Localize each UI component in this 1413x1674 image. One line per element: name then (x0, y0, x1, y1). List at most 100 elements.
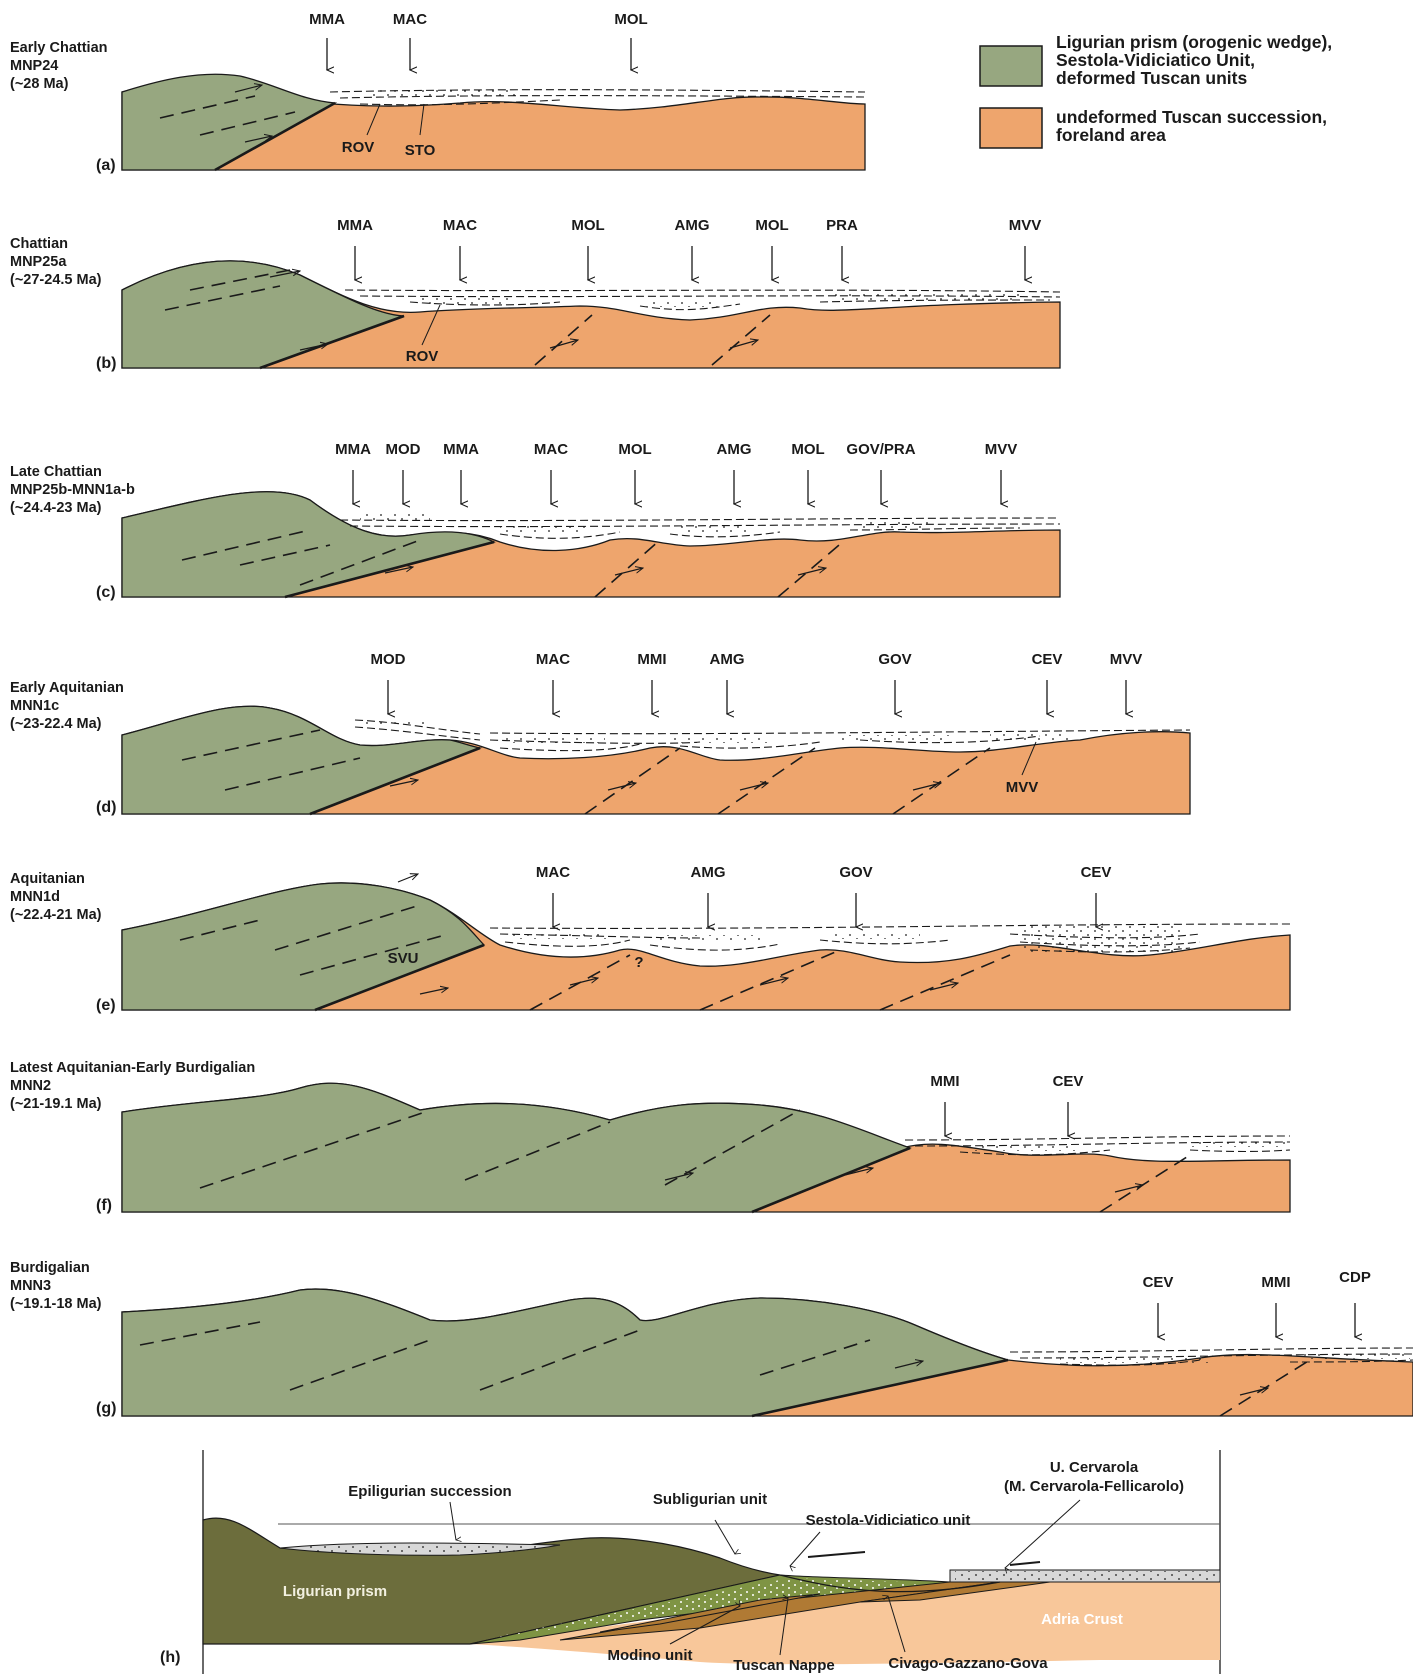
panel-c-fault-5 (777, 539, 846, 598)
panel-a-stage-age: (~28 Ma) (10, 76, 69, 92)
panel-a-thrust (214, 101, 336, 172)
panel-d-fault-2 (224, 757, 361, 791)
panel-b-fault-4 (711, 314, 771, 366)
panel-d-thrust (309, 746, 481, 816)
panel-c-basin-fill (339, 514, 1061, 539)
panel-e-shear-arrow-5 (397, 874, 418, 883)
panel-c-unit-mod: MOD (386, 441, 421, 458)
panel-b-unit-mol-2: MOL (755, 217, 788, 234)
legend-tuscan-line-2: foreland area (1056, 125, 1166, 145)
panel-h-surface-fault-1 (807, 1551, 866, 1558)
panel-e-unit-amg: AMG (691, 864, 726, 881)
panel-e-label-question: ? (634, 954, 643, 971)
panel-h-leader-epiligurian (449, 1501, 456, 1540)
panel-h-thrust-trace (779, 1574, 1001, 1593)
panel-h-sestola-dots (490, 1578, 930, 1638)
legend-ligurian-line-1: Ligurian prism (orogenic wedge), (1056, 32, 1332, 52)
panel-f-wedge (121, 1082, 912, 1213)
panel-g-thrust (751, 1358, 1009, 1418)
panel-e-tag: (e) (96, 997, 116, 1014)
panel-f-tag: (f) (96, 1197, 112, 1214)
panel-c-stage-age: (~24.4-23 Ma) (10, 500, 102, 516)
panel-d-unit-cev: CEV (1032, 651, 1063, 668)
panel-e-basin-fill (489, 923, 1291, 953)
panel-b-tag: (b) (96, 355, 116, 372)
panel-g-fault-1 (139, 1321, 261, 1346)
panel-d-stage-zone: MNN1c (10, 698, 59, 714)
panel-h-label-sestola: Sestola-Vidiciatico unit (806, 1512, 971, 1529)
panel-a-fault-2 (199, 111, 296, 136)
panel-b-unit-pra: PRA (826, 217, 858, 234)
panel-g-stage-age: (~19.1-18 Ma) (10, 1296, 102, 1312)
panel-g-basin-fill (1009, 1347, 1413, 1366)
panel-c-unit-mol-1: MOL (618, 441, 651, 458)
panel-g-wedge (121, 1288, 1009, 1417)
panel-g-unit-cdp: CDP (1339, 1269, 1371, 1286)
panel-c-fault-4 (594, 539, 661, 598)
panel-a-leader-sto (419, 103, 425, 136)
panel-c-stage-name: Late Chattian (10, 464, 102, 480)
panel-f-basin-fill (904, 1135, 1291, 1156)
panel-d-shear-arrow-4 (912, 783, 941, 791)
panel-b-leader-rov (421, 304, 441, 346)
panel-a-fault-3 (244, 136, 272, 143)
panel-h-label-ligurian-prism: Ligurian prism (283, 1583, 387, 1600)
panel-h-leader-cervarola (1005, 1499, 1081, 1568)
panel-g: Burdigalian MNN3 (~19.1-18 Ma) (g) CEV M… (10, 1260, 1413, 1418)
panel-f-shear-arrow-3 (1114, 1185, 1143, 1193)
panel-d-stage-name: Early Aquitanian (10, 680, 124, 696)
panel-d-label-mvv: MVV (1006, 779, 1039, 796)
legend-swatch-tuscan-foreland (979, 107, 1043, 149)
panel-d-unit-gov: GOV (878, 651, 911, 668)
panel-c-shear-arrow-2 (614, 568, 643, 576)
panel-d-wedge (121, 705, 483, 815)
panel-g-tag: (g) (96, 1400, 116, 1417)
panel-c-unit-gov-pra: GOV/PRA (846, 441, 915, 458)
panel-b-fault-3 (534, 314, 593, 366)
panel-e-fault-3 (299, 934, 446, 976)
panel-a-basin-fill (329, 88, 866, 106)
panel-h-label-civago: Civago-Gazzano-Gova (888, 1655, 1048, 1672)
panel-a-leader-rov (366, 103, 381, 136)
panel-h-label-cervarola-1: U. Cervarola (1050, 1459, 1139, 1476)
panel-a-stage-name: Early Chattian (10, 40, 108, 56)
panel-c-fault-2 (239, 544, 331, 566)
panel-c-unit-mvv: MVV (985, 441, 1018, 458)
panel-b-stage-age: (~27-24.5 Ma) (10, 272, 102, 288)
panel-f-unit-cev: CEV (1053, 1073, 1084, 1090)
panel-g-unit-cev: CEV (1143, 1274, 1174, 1291)
panel-c-unit-mac: MAC (534, 441, 568, 458)
panel-h-label-tuscan-nappe: Tuscan Nappe (733, 1657, 834, 1674)
panel-h-leader-tuscan-nappe (779, 1598, 788, 1656)
panel-e-fault-2 (274, 904, 421, 951)
panel-c-shear-arrow-3 (797, 568, 826, 576)
panel-e-unit-mac: MAC (536, 864, 570, 881)
panel-h-label-epiligurian: Epiligurian succession (348, 1483, 511, 1500)
panel-g-unit-mmi: MMI (1261, 1274, 1290, 1291)
panel-h-leader-subligurian (714, 1519, 735, 1554)
panel-b-unit-mac: MAC (443, 217, 477, 234)
panel-h: (h) Epiligurian succession Subligurian u… (160, 1450, 1221, 1674)
panel-e: Aquitanian MNN1d (~22.4-21 Ma) (e) (10, 864, 1291, 1014)
panel-h-label-adria: Adria Crust (1041, 1611, 1123, 1628)
panel-d-fault-5 (892, 747, 991, 815)
panel-e-stage-name: Aquitanian (10, 871, 85, 887)
panel-c-unit-mma-1: MMA (335, 441, 371, 458)
legend-ligurian-line-2: Sestola-Vidiciatico Unit, (1056, 50, 1255, 70)
panel-a-tag: (a) (96, 157, 116, 174)
panel-a-unit-mac: MAC (393, 11, 427, 28)
panel-d-shear-arrow-2 (607, 783, 636, 791)
panel-f-fault-2 (464, 1121, 611, 1181)
panel-b-stage-zone: MNP25a (10, 254, 67, 270)
panel-c-wedge (121, 491, 496, 598)
panel-b-label-rov: ROV (406, 348, 439, 365)
panel-g-stage-zone: MNN3 (10, 1278, 51, 1294)
panel-g-fault-4 (759, 1339, 871, 1376)
panel-e-wedge (121, 882, 486, 1011)
panel-e-label-svu: SVU (388, 950, 419, 967)
panel-h-label-subligurian: Subligurian unit (653, 1491, 767, 1508)
panel-b-thrust (259, 314, 405, 370)
panel-e-shear-arrow-1 (419, 988, 448, 995)
panel-h-leader-civago (888, 1596, 906, 1653)
